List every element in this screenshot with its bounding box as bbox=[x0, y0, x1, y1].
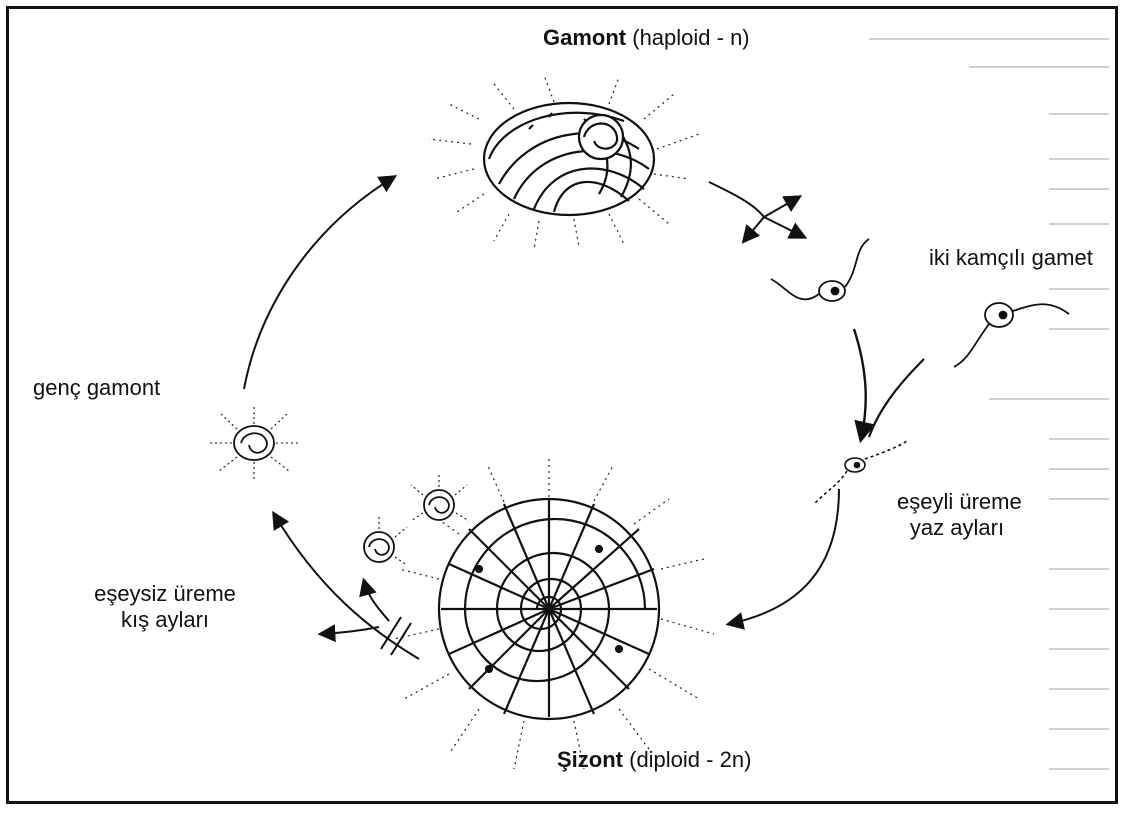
gamont-label: Gamont (haploid - n) bbox=[543, 25, 750, 51]
gamete-1 bbox=[771, 239, 869, 301]
schizont-shell bbox=[439, 499, 659, 719]
arrow-to-zygote bbox=[854, 329, 866, 439]
asexual-label-line2: kış ayları bbox=[85, 607, 245, 633]
sexual-reproduction-label: eşeyli üreme yaz ayları bbox=[897, 489, 1017, 542]
zygote bbox=[814, 441, 907, 504]
arrow-young-to-gamont bbox=[244, 177, 394, 389]
sexual-label-line2: yaz ayları bbox=[897, 515, 1017, 541]
arrow-to-schizont bbox=[729, 489, 839, 624]
asexual-label-line1: eşeysiz üreme bbox=[85, 581, 245, 607]
page-bleed-lines bbox=[869, 39, 1109, 769]
arrow-to-zygote-2 bbox=[869, 359, 924, 437]
diagram-frame: Gamont (haploid - n) iki kamçılı gamet g… bbox=[6, 6, 1118, 804]
gamete-label: iki kamçılı gamet bbox=[929, 245, 1093, 271]
young-gamont-label: genç gamont bbox=[33, 375, 160, 401]
young-gamont bbox=[209, 404, 299, 481]
juvenile-2 bbox=[364, 515, 407, 565]
schizont-label: Şizont (diploid - 2n) bbox=[557, 747, 751, 773]
asexual-reproduction-label: eşeysiz üreme kış ayları bbox=[85, 581, 245, 634]
gamete-release-arrows bbox=[709, 182, 804, 241]
gamont-shell bbox=[484, 103, 654, 215]
gamete-2 bbox=[954, 303, 1069, 367]
sexual-label-line1: eşeyli üreme bbox=[897, 489, 1017, 515]
juvenile-1 bbox=[411, 473, 469, 521]
asexual-arrows bbox=[274, 514, 419, 659]
life-cycle-diagram bbox=[9, 9, 1115, 801]
